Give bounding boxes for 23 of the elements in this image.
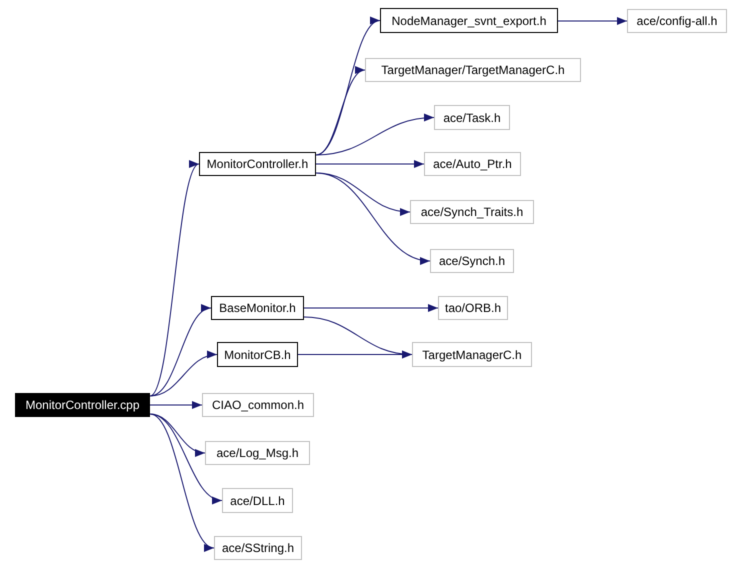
arrow [558,17,628,25]
file-box: ace/config-all.h [627,9,727,33]
arrow [304,304,438,312]
file-box: MonitorController.cpp [15,393,150,417]
file-box: ace/Synch.h [430,249,514,273]
arrow [316,172,430,264]
file-box: tao/ORB.h [438,296,508,320]
file-box: NodeManager_svnt_export.h [380,8,558,33]
file-box: ace/Synch_Traits.h [410,200,534,224]
file-box: MonitorCB.h [217,342,298,367]
file-box: ace/Log_Msg.h [205,441,310,465]
file-box: BaseMonitor.h [211,296,304,320]
file-box: MonitorController.h [199,152,316,176]
file-box: CIAO_common.h [202,393,314,417]
file-box: ace/SString.h [214,536,302,560]
file-box: ace/Task.h [434,105,510,130]
arrow [298,350,412,358]
arrow [150,401,202,409]
file-box: TargetManager/TargetManagerC.h [365,58,581,82]
file-box: ace/DLL.h [222,488,293,513]
file-box: TargetManagerC.h [412,342,532,367]
arrow [316,160,424,168]
file-box: ace/Auto_Ptr.h [424,152,521,176]
